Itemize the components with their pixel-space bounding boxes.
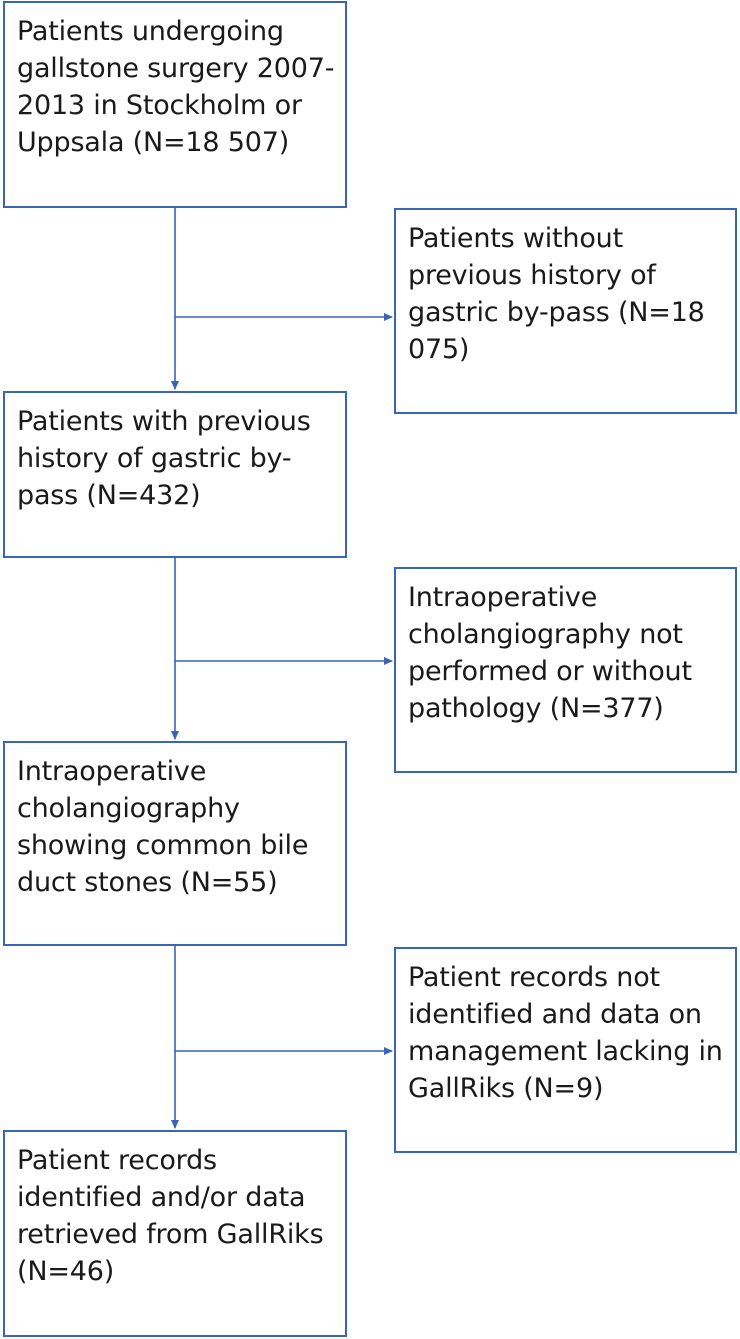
box-text: Patient records not identified and data … <box>408 962 723 1104</box>
box-text: Intraoperative cholangiography not perfo… <box>408 582 692 724</box>
box-text: Patients undergoing gallstone surgery 20… <box>17 16 335 158</box>
box-text: Intraoperative cholangiography showing c… <box>17 756 309 898</box>
box-excluded-no-bypass: Patients without previous history of gas… <box>394 208 737 414</box>
box-final-cohort: Patient records identified and/or data r… <box>3 1130 347 1337</box>
box-text: Patients with previous history of gastri… <box>17 406 311 511</box>
box-bile-duct-stones: Intraoperative cholangiography showing c… <box>3 741 347 946</box>
box-text: Patients without previous history of gas… <box>408 223 705 365</box>
box-previous-bypass: Patients with previous history of gastri… <box>3 391 347 558</box>
box-excluded-no-pathology: Intraoperative cholangiography not perfo… <box>394 567 737 773</box>
box-all-gallstone-patients: Patients undergoing gallstone surgery 20… <box>3 1 347 208</box>
box-excluded-records-lacking: Patient records not identified and data … <box>394 947 737 1153</box>
box-text: Patient records identified and/or data r… <box>17 1145 324 1287</box>
